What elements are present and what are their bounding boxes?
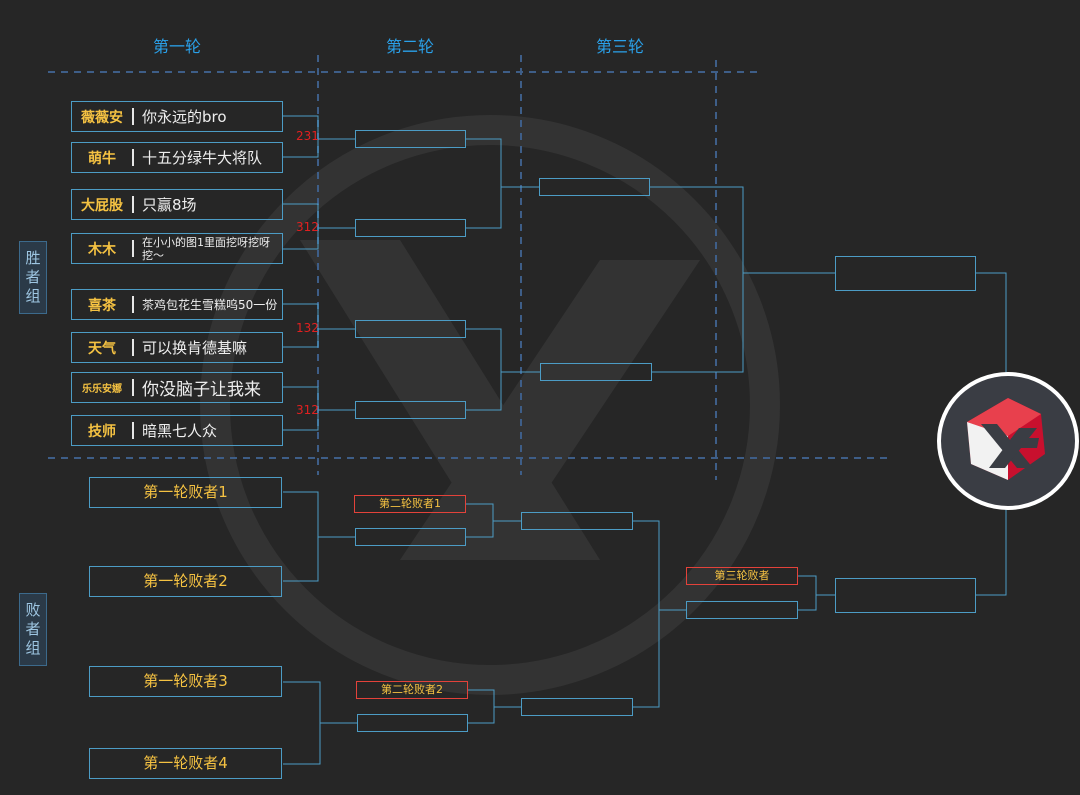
bracket-slot[interactable] bbox=[355, 320, 466, 338]
team-box[interactable]: 薇薇安 你永远的bro bbox=[71, 101, 283, 132]
loser-round2-slot[interactable]: 第二轮败者1 bbox=[354, 495, 466, 513]
divider bbox=[132, 196, 134, 213]
team-name: 木木 bbox=[88, 241, 116, 258]
team-motto: 十五分绿牛大将队 bbox=[142, 149, 263, 167]
team-name: 天气 bbox=[88, 340, 116, 357]
x-logo-icon bbox=[937, 372, 1079, 510]
team-motto: 可以换肯德基嘛 bbox=[142, 339, 248, 357]
bracket-slot[interactable] bbox=[355, 401, 466, 419]
divider bbox=[132, 379, 134, 396]
losers-final-slot[interactable] bbox=[835, 578, 976, 613]
team-box[interactable]: 萌牛 十五分绿牛大将队 bbox=[71, 142, 283, 173]
bracket-slot[interactable] bbox=[355, 528, 466, 546]
team-box[interactable]: 喜茶 茶鸡包花生雪糕呜50一份 bbox=[71, 289, 283, 320]
divider bbox=[132, 108, 134, 125]
match-score: 312 bbox=[296, 403, 319, 417]
divider bbox=[132, 339, 134, 356]
team-name: 薇薇安 bbox=[81, 109, 123, 126]
team-box[interactable]: 乐乐安娜 你没脑子让我来 bbox=[71, 372, 283, 403]
divider bbox=[132, 240, 134, 257]
team-box[interactable]: 天气 可以换肯德基嘛 bbox=[71, 332, 283, 363]
team-motto: 茶鸡包花生雪糕呜50一份 bbox=[142, 298, 278, 312]
match-score: 231 bbox=[296, 129, 319, 143]
team-box[interactable]: 木木 在小小的图1里面挖呀挖呀挖～ bbox=[71, 233, 283, 264]
bracket-slot[interactable] bbox=[355, 219, 466, 237]
winners-group-label: 胜者组 bbox=[19, 241, 47, 314]
bracket-slot[interactable] bbox=[355, 130, 466, 148]
team-motto: 在小小的图1里面挖呀挖呀挖～ bbox=[142, 235, 270, 262]
match-score: 132 bbox=[296, 321, 319, 335]
divider bbox=[132, 422, 134, 439]
loser-slot[interactable]: 第一轮败者3 bbox=[89, 666, 282, 697]
team-name: 大屁股 bbox=[81, 197, 123, 214]
team-motto: 只赢8场 bbox=[142, 196, 197, 214]
divider bbox=[132, 149, 134, 166]
losers-group-label: 败者组 bbox=[19, 593, 47, 666]
team-motto: 你没脑子让我来 bbox=[142, 380, 261, 400]
team-box[interactable]: 技师 暗黑七人众 bbox=[71, 415, 283, 446]
team-name: 乐乐安娜 bbox=[82, 384, 122, 395]
bracket-slot[interactable] bbox=[540, 363, 652, 381]
bracket-slot[interactable] bbox=[521, 698, 633, 716]
team-box[interactable]: 大屁股 只赢8场 bbox=[71, 189, 283, 220]
team-name: 喜茶 bbox=[88, 297, 116, 314]
team-name: 技师 bbox=[88, 423, 116, 440]
round-2-label: 第二轮 bbox=[385, 37, 435, 56]
team-motto: 暗黑七人众 bbox=[142, 422, 218, 440]
match-score: 312 bbox=[296, 220, 319, 234]
loser-slot[interactable]: 第一轮败者2 bbox=[89, 566, 282, 597]
round-3-label: 第三轮 bbox=[595, 37, 645, 56]
loser-slot[interactable]: 第一轮败者1 bbox=[89, 477, 282, 508]
round-1-label: 第一轮 bbox=[152, 37, 202, 56]
loser-round3-slot[interactable]: 第三轮败者 bbox=[686, 567, 798, 585]
bracket-slot[interactable] bbox=[539, 178, 650, 196]
divider bbox=[132, 296, 134, 313]
bracket-slot[interactable] bbox=[686, 601, 798, 619]
team-name: 萌牛 bbox=[88, 150, 116, 167]
loser-round2-slot[interactable]: 第二轮败者2 bbox=[356, 681, 468, 699]
bracket-slot[interactable] bbox=[521, 512, 633, 530]
winners-final-slot[interactable] bbox=[835, 256, 976, 291]
bracket-slot[interactable] bbox=[357, 714, 468, 732]
loser-slot[interactable]: 第一轮败者4 bbox=[89, 748, 282, 779]
team-motto: 你永远的bro bbox=[142, 108, 227, 126]
